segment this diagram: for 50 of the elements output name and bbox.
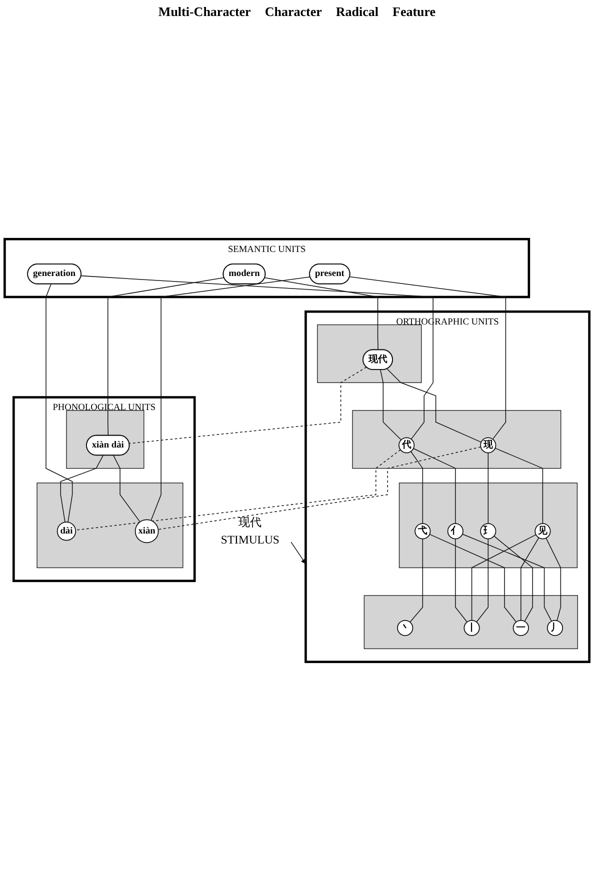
connector xyxy=(349,276,506,440)
connector xyxy=(520,537,540,621)
connector xyxy=(455,538,468,622)
connector xyxy=(158,446,482,530)
node-circle: 亻 xyxy=(447,523,464,540)
node-circle: 丨 xyxy=(464,620,480,636)
node-text: 现代 STIMULUS xyxy=(220,516,280,546)
row-label: Multi-Character xyxy=(158,4,251,20)
connector xyxy=(128,366,367,444)
node-circle: 一 xyxy=(512,620,529,636)
connector xyxy=(46,284,73,523)
node-circle: 弋 xyxy=(414,523,431,540)
node-circle: 见 xyxy=(534,523,551,540)
connector xyxy=(413,448,456,524)
node-circle: 代 xyxy=(398,437,415,454)
connector xyxy=(108,277,224,436)
cluster xyxy=(364,595,578,650)
connector xyxy=(462,534,552,622)
cluster xyxy=(36,482,184,568)
connector xyxy=(471,534,536,621)
connector xyxy=(546,538,562,622)
cluster xyxy=(317,324,422,384)
row-label: Character xyxy=(264,4,322,20)
connector xyxy=(60,455,104,523)
connector xyxy=(494,448,544,524)
connector xyxy=(113,455,140,522)
node-circle: 丿 xyxy=(546,620,564,636)
connector xyxy=(75,449,401,530)
node-circle: xiàn xyxy=(134,519,159,544)
connector xyxy=(80,275,434,440)
connector xyxy=(494,536,533,622)
connector xyxy=(476,538,489,622)
connector xyxy=(386,368,482,443)
node-circle: 现 xyxy=(480,437,496,454)
cluster xyxy=(66,410,144,469)
node-circle: 丶 xyxy=(397,620,414,636)
row-label: Radical xyxy=(336,4,378,20)
connector xyxy=(150,276,311,521)
arrow xyxy=(290,542,306,564)
cluster xyxy=(398,482,578,568)
connector xyxy=(429,534,517,622)
node-circle: ⺩ xyxy=(480,523,496,540)
connector xyxy=(410,451,424,524)
connector xyxy=(380,369,402,440)
connector xyxy=(410,538,424,623)
row-label: Feature xyxy=(392,4,436,20)
cluster xyxy=(352,410,562,469)
connector xyxy=(264,277,378,350)
connector xyxy=(488,452,489,524)
node-circle: dài xyxy=(56,522,76,541)
